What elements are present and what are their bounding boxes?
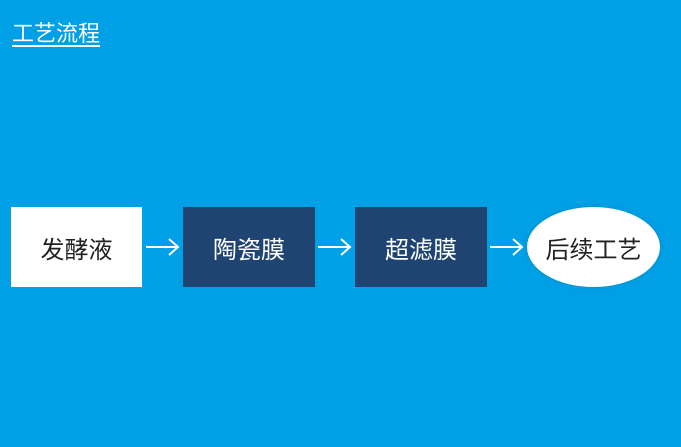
arrow-right-icon [146,238,180,256]
flow-node-ceramic-membrane: 陶瓷膜 [183,207,315,287]
arrow-right-icon [490,238,524,256]
page-title: 工艺流程 [12,22,101,47]
flow-node-label: 陶瓷膜 [213,235,285,264]
flow-node-ultrafiltration-membrane: 超滤膜 [355,207,487,287]
flow-node-label: 发酵液 [40,235,113,264]
flow-node-subsequent-process: 后续工艺 [527,207,660,287]
flow-node-label: 后续工艺 [545,235,642,264]
arrow-right-icon [318,238,352,256]
flow-node-fermentation-broth: 发酵液 [11,207,142,287]
flow-node-label: 超滤膜 [385,235,457,264]
